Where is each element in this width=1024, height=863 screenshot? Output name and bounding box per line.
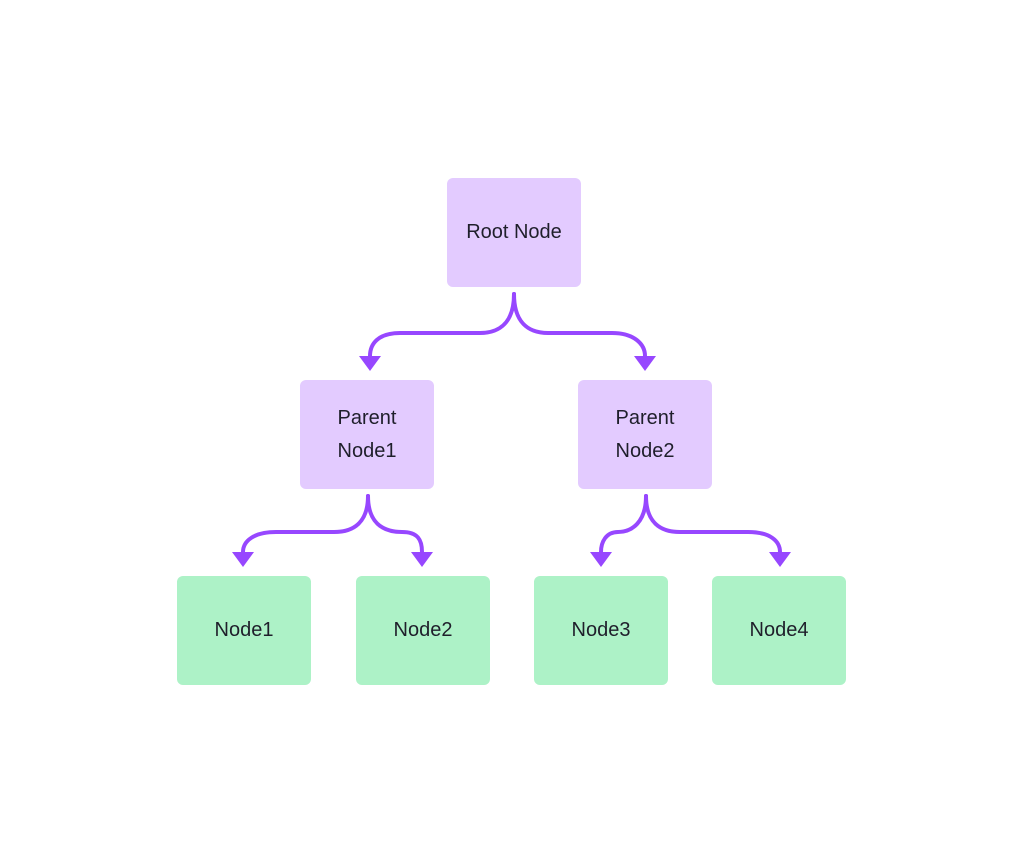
edge-root-parent2 xyxy=(512,292,647,358)
arrowhead-node4 xyxy=(769,552,791,567)
edge-root-parent1 xyxy=(368,292,516,358)
leaf-node-2-label: Node2 xyxy=(393,619,453,641)
leaf-node-4[interactable]: Node4 xyxy=(712,576,846,685)
arrowhead-node1 xyxy=(232,552,254,567)
parent-node-2-label: Parent Node2 xyxy=(615,406,675,462)
edge-parent1-node2 xyxy=(366,494,424,554)
parent-node-1-label: Parent Node1 xyxy=(337,406,397,462)
leaf-node-3-label: Node3 xyxy=(571,619,631,641)
parent-node-1[interactable]: Parent Node1 xyxy=(300,380,434,489)
leaf-node-3[interactable]: Node3 xyxy=(534,576,668,685)
parent-node-2[interactable]: Parent Node2 xyxy=(578,380,712,489)
edge-parent2-node4 xyxy=(644,494,782,554)
leaf-node-1-label: Node1 xyxy=(214,619,274,641)
arrowhead-node3 xyxy=(590,552,612,567)
arrowhead-parent1 xyxy=(359,356,381,371)
leaf-node-1[interactable]: Node1 xyxy=(177,576,311,685)
edge-parent1-node1 xyxy=(241,494,370,554)
leaf-node-2[interactable]: Node2 xyxy=(356,576,490,685)
root-node[interactable]: Root Node xyxy=(447,178,581,287)
root-node-label: Root Node xyxy=(466,221,562,243)
edge-parent2-node3 xyxy=(599,494,648,554)
arrowhead-parent2 xyxy=(634,356,656,371)
arrowhead-node2 xyxy=(411,552,433,567)
leaf-node-4-label: Node4 xyxy=(749,619,809,641)
